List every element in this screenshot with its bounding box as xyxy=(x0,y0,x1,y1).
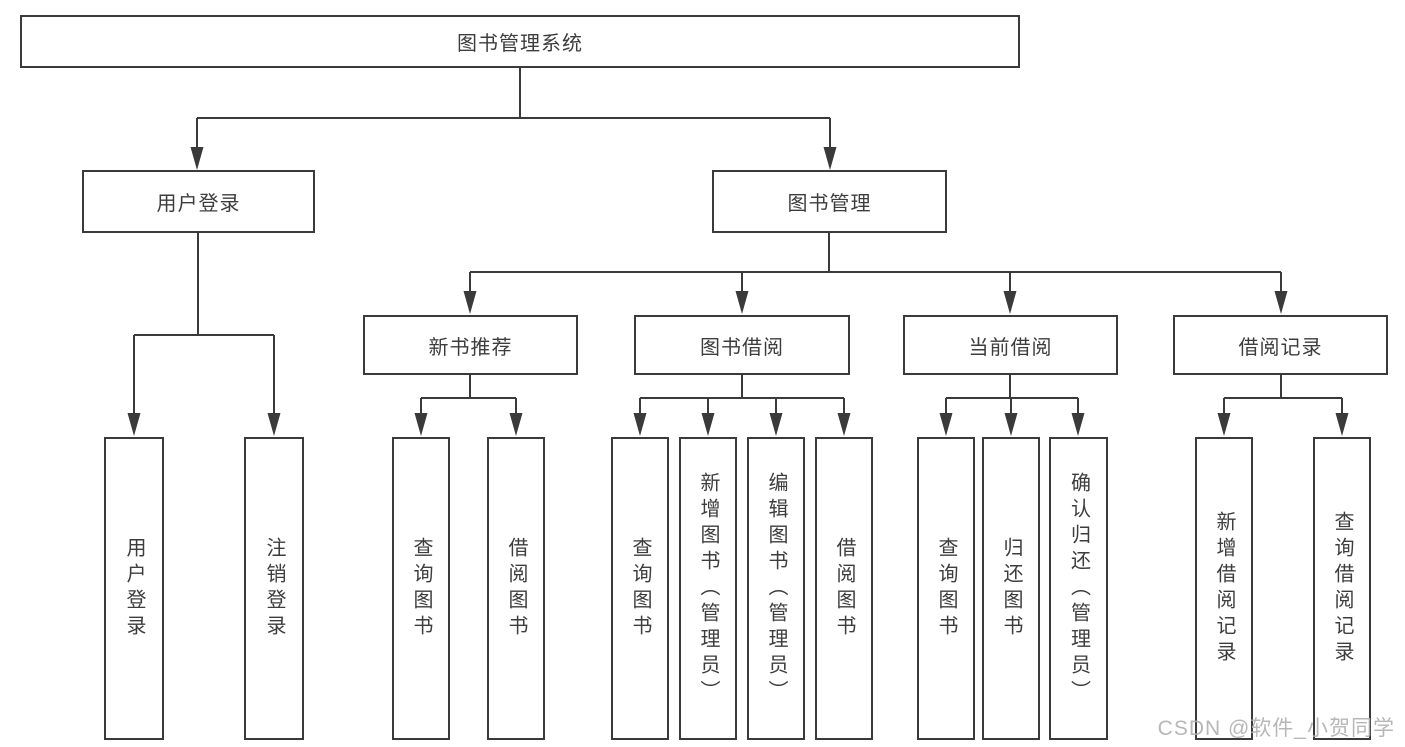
node-current-borrowing: 当前借阅 xyxy=(903,315,1118,375)
node-label: 用户登录 xyxy=(156,193,241,215)
leaf-label: 新增借阅记录 xyxy=(1213,510,1235,667)
leaf-query-books-borrowing: 查询图书 xyxy=(611,437,669,740)
node-user-login: 用户登录 xyxy=(82,170,315,233)
leaf-borrow-books-recommend: 借阅图书 xyxy=(487,437,545,740)
node-label: 图书管理 xyxy=(787,193,872,215)
leaf-add-books-admin: 新增图书（管理员） xyxy=(679,437,737,740)
leaf-label: 查询图书 xyxy=(410,536,432,641)
node-label: 当前借阅 xyxy=(968,336,1053,359)
node-new-book-recommend: 新书推荐 xyxy=(363,315,578,375)
node-label: 借阅记录 xyxy=(1238,336,1323,359)
leaf-label: 新增图书（管理员） xyxy=(697,471,719,706)
leaf-user-login: 用户登录 xyxy=(104,437,164,740)
node-label: 图书管理系统 xyxy=(457,33,583,55)
leaf-query-books-current: 查询图书 xyxy=(917,437,975,740)
leaf-label: 归还图书 xyxy=(1000,536,1022,641)
node-book-management: 图书管理 xyxy=(712,170,947,233)
leaf-label: 借阅图书 xyxy=(833,536,855,641)
leaf-label: 编辑图书（管理员） xyxy=(765,471,787,706)
leaf-label: 注销登录 xyxy=(263,536,285,641)
leaf-query-borrow-record: 查询借阅记录 xyxy=(1313,437,1371,740)
leaf-label: 确认归还（管理员） xyxy=(1067,471,1090,706)
leaf-label: 查询图书 xyxy=(629,536,651,641)
leaf-return-books: 归还图书 xyxy=(982,437,1040,740)
leaf-label: 借阅图书 xyxy=(505,536,527,641)
leaf-add-borrow-record: 新增借阅记录 xyxy=(1195,437,1253,740)
leaf-logout: 注销登录 xyxy=(244,437,304,740)
leaf-borrow-books-borrowing: 借阅图书 xyxy=(815,437,873,740)
leaf-edit-books-admin: 编辑图书（管理员） xyxy=(747,437,805,740)
node-book-borrowing: 图书借阅 xyxy=(634,315,850,375)
node-borrowing-records: 借阅记录 xyxy=(1173,315,1388,375)
node-library-management-system: 图书管理系统 xyxy=(20,15,1020,68)
node-label: 新书推荐 xyxy=(428,336,513,359)
leaf-label: 查询图书 xyxy=(935,536,957,641)
leaf-label: 查询借阅记录 xyxy=(1331,510,1353,667)
leaf-label: 用户登录 xyxy=(123,536,145,641)
leaf-query-books-recommend: 查询图书 xyxy=(392,437,450,740)
leaf-confirm-return-admin: 确认归还（管理员） xyxy=(1049,437,1108,740)
node-label: 图书借阅 xyxy=(700,336,784,359)
